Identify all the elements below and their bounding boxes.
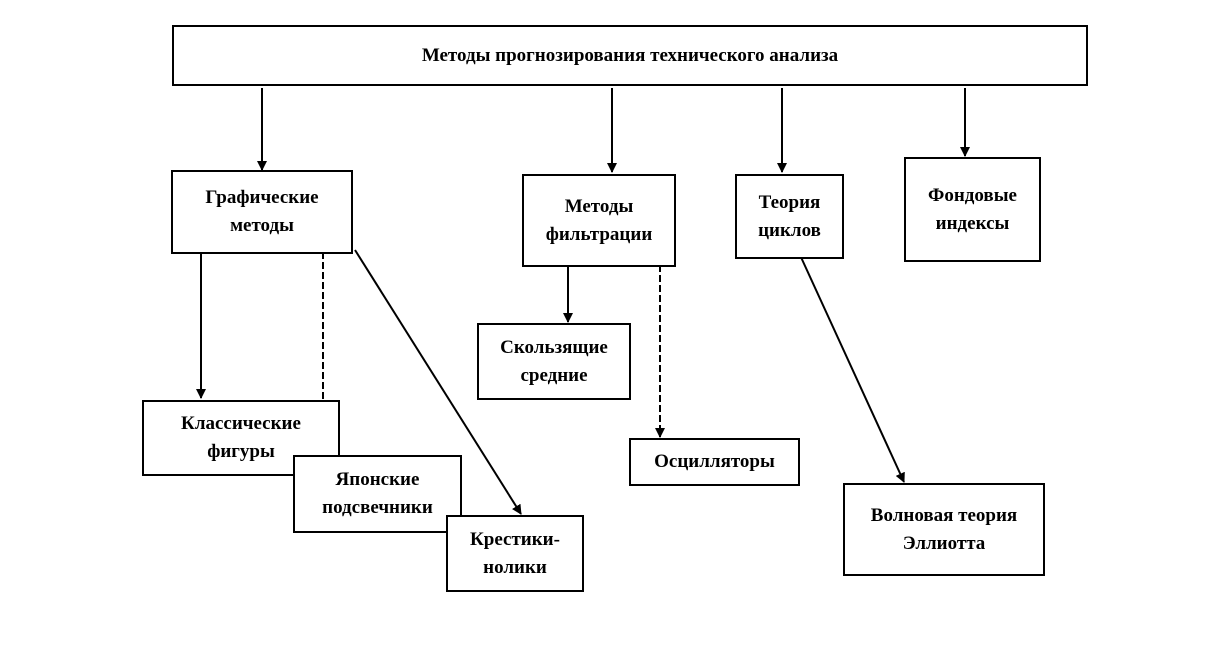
arrow-graphic-to-tictactoe: [354, 249, 522, 515]
filtration-methods-line2: фильтрации: [545, 223, 653, 245]
elliott-wave-line1: Волновая теория: [870, 504, 1018, 526]
stock-indices-node: Фондовые индексы: [904, 157, 1041, 262]
stock-indices-line1: Фондовые: [928, 184, 1017, 206]
japanese-candlesticks-line2: подсвечники: [322, 497, 433, 518]
filtration-methods-line1: Методы: [564, 195, 634, 217]
classic-figures-line1: Классические: [181, 413, 301, 434]
classic-figures-line2: фигуры: [207, 441, 275, 462]
moving-averages-line1: Скользящие: [500, 336, 608, 358]
graphic-methods-line1: Графические: [205, 187, 319, 208]
tic-tac-toe-line1: Крестики-: [470, 528, 560, 550]
elliott-wave-line2: Эллиотта: [902, 532, 986, 554]
moving-averages-node: Скользящие средние: [477, 323, 631, 400]
oscillators-node: Осцилляторы: [629, 438, 800, 486]
graphic-methods-node: Графические методы: [171, 170, 353, 254]
japanese-candlesticks-line1: Японские: [335, 469, 420, 490]
graphic-methods-line2: методы: [230, 215, 294, 236]
elliott-wave-node: Волновая теория Эллиотта: [843, 483, 1045, 576]
japanese-candlesticks-node: Японские подсвечники: [293, 455, 462, 533]
arrow-cycles-to-elliott: [799, 254, 905, 483]
tic-tac-toe-line2: нолики: [483, 556, 547, 578]
cycle-theory-line1: Теория: [758, 191, 821, 213]
cycle-theory-line2: циклов: [758, 219, 821, 241]
root-node-label: Методы прогнозирования технического анал…: [421, 44, 839, 66]
cycle-theory-node: Теория циклов: [735, 174, 844, 259]
filtration-methods-node: Методы фильтрации: [522, 174, 676, 267]
tic-tac-toe-node: Крестики- нолики: [446, 515, 584, 592]
moving-averages-line2: средние: [520, 364, 588, 386]
stock-indices-line2: индексы: [935, 212, 1010, 234]
oscillators-label: Осцилляторы: [654, 451, 775, 472]
root-node: Методы прогнозирования технического анал…: [172, 25, 1088, 86]
